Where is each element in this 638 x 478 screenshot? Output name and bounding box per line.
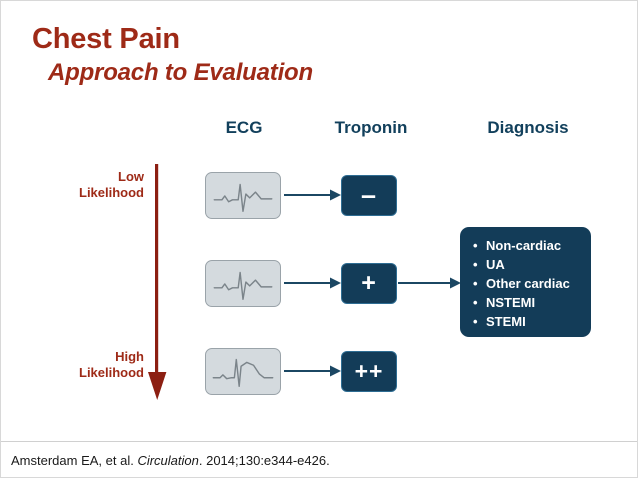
- troponin-glyph-row2: +: [361, 269, 377, 297]
- citation-authors: Amsterdam EA, et al.: [11, 453, 134, 468]
- troponin-result-box-negative: –: [341, 175, 397, 216]
- arrow-ecg-to-troponin-row2: [284, 276, 342, 290]
- column-header-ecg: ECG: [225, 118, 263, 137]
- slide-title: Chest Pain: [32, 23, 180, 55]
- likelihood-low-line2: Likelihood: [79, 185, 144, 201]
- arrow-ecg-to-troponin-row1: [284, 188, 342, 202]
- slide-subtitle: Approach to Evaluation: [48, 59, 313, 86]
- arrow-troponin-to-diagnosis: [398, 276, 462, 290]
- list-item: Non-cardiac: [473, 236, 591, 255]
- troponin-glyph-row3: ++: [354, 358, 384, 384]
- arrow-ecg-to-troponin-row3: [284, 364, 342, 378]
- citation-journal: Circulation: [137, 453, 199, 468]
- ecg-tracing-box-row1: [205, 172, 281, 219]
- likelihood-label-high: High Likelihood: [39, 349, 144, 382]
- list-item: UA: [473, 255, 591, 274]
- diagnosis-list-box: Non-cardiac UA Other cardiac NSTEMI STEM…: [460, 227, 591, 337]
- column-header-troponin: Troponin: [334, 118, 408, 137]
- likelihood-high-line2: Likelihood: [79, 365, 144, 381]
- list-item: Other cardiac: [473, 274, 591, 293]
- likelihood-label-low: Low Likelihood: [39, 169, 144, 202]
- ecg-tracing-box-row2: [205, 260, 281, 307]
- likelihood-high-line1: High: [115, 349, 144, 364]
- list-item: NSTEMI: [473, 293, 591, 312]
- citation: Amsterdam EA, et al. Circulation. 2014;1…: [11, 453, 330, 468]
- list-item: STEMI: [473, 312, 591, 331]
- footer-divider: [1, 441, 637, 442]
- likelihood-down-arrow-icon: [141, 164, 173, 402]
- troponin-result-box-positive: +: [341, 263, 397, 304]
- troponin-result-box-strongly-positive: ++: [341, 351, 397, 392]
- troponin-glyph-row1: –: [360, 180, 378, 210]
- likelihood-low-line1: Low: [118, 169, 144, 184]
- column-header-diagnosis: Diagnosis: [487, 118, 569, 137]
- citation-reference: . 2014;130:e344-e426.: [198, 453, 330, 468]
- ecg-tracing-box-row3: [205, 348, 281, 395]
